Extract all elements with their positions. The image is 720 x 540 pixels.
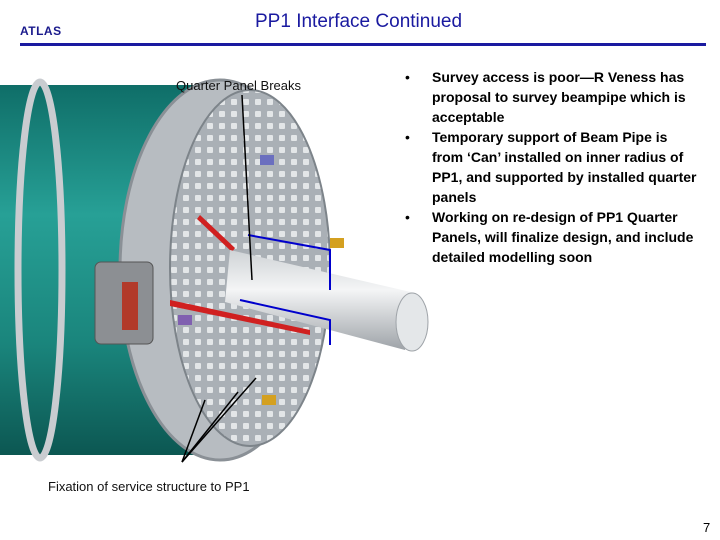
slide-title: PP1 Interface Continued	[255, 11, 463, 32]
callout-line-top	[241, 94, 253, 281]
bullet-text: Working on re-design of PP1 Quarter Pane…	[432, 209, 694, 265]
quarter-panel-break-red	[170, 300, 310, 335]
bullet-dot: •	[405, 129, 410, 145]
bullet-text: Temporary support of Beam Pipe is from ‘…	[432, 129, 697, 205]
quarter-panel-break-red-upper	[197, 215, 235, 252]
fitting-left	[178, 315, 192, 325]
quarter-panel-breaks-label: Quarter Panel Breaks	[176, 78, 302, 93]
fitting-right	[330, 238, 344, 248]
fitting-bottom	[262, 395, 276, 405]
bullet-list: • Survey access is poor—R Veness has prop…	[400, 67, 700, 267]
bullet-item: • Survey access is poor—R Veness has prop…	[400, 67, 700, 127]
pp1-assembly-figure	[0, 78, 429, 463]
cylinder-ring-left	[14, 78, 66, 462]
beam-pipe	[225, 250, 415, 350]
bullet-item: • Working on re-design of PP1 Quarter Pan…	[400, 207, 700, 267]
callout-line-bottom-3	[181, 377, 257, 463]
page-number: 7	[703, 520, 711, 535]
bullet-text: Survey access is poor—R Veness has propo…	[432, 69, 686, 125]
fitting-top	[260, 155, 274, 165]
title-rule	[20, 43, 706, 46]
fixation-label: Fixation of service structure to PP1	[48, 479, 250, 494]
beam-pipe-end	[395, 292, 429, 352]
atlas-logo: ATLAS	[20, 24, 62, 38]
red-connector	[122, 282, 138, 330]
blue-outline-callout	[239, 234, 331, 345]
callout-line-bottom-1	[181, 399, 206, 463]
bullet-dot: •	[405, 69, 410, 85]
bullet-item: • Temporary support of Beam Pipe is from …	[400, 127, 700, 207]
bullet-dot: •	[405, 209, 410, 225]
